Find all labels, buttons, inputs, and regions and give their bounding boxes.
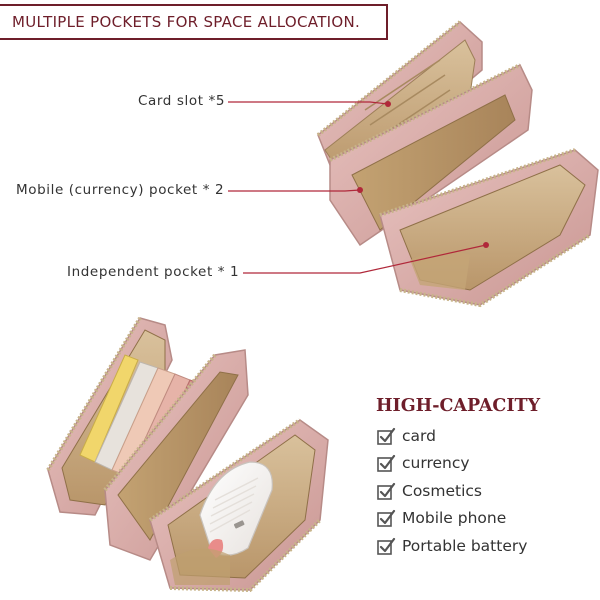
list-item: Cosmetics bbox=[376, 477, 576, 505]
list-item: Portable battery bbox=[376, 532, 576, 560]
checkbox-checked-icon bbox=[377, 482, 396, 500]
high-capacity-title: HIGH-CAPACITY bbox=[376, 396, 541, 416]
top-wallet-image bbox=[316, 20, 599, 308]
callout-independent-pocket: Independent pocket * 1 bbox=[67, 264, 240, 280]
checkbox-checked-icon bbox=[377, 427, 396, 445]
list-item-label: Portable battery bbox=[402, 536, 528, 555]
checkbox-checked-icon bbox=[377, 510, 396, 528]
capacity-list: card currency Cosmetics Mobile phone bbox=[376, 422, 576, 560]
list-item-label: currency bbox=[402, 454, 470, 473]
headline-banner: MULTIPLE POCKETS FOR SPACE ALLOCATION. bbox=[0, 4, 388, 40]
list-item: card bbox=[376, 422, 576, 450]
list-item: Mobile phone bbox=[376, 505, 576, 533]
callout-lines bbox=[228, 101, 487, 274]
list-item: currency bbox=[376, 450, 576, 478]
bottom-wallet-image bbox=[46, 316, 329, 593]
checkbox-checked-icon bbox=[377, 455, 396, 473]
callout-card-slot: Card slot *5 bbox=[138, 93, 226, 109]
list-item-label: Cosmetics bbox=[402, 481, 482, 500]
callout-mobile-pocket: Mobile (currency) pocket * 2 bbox=[16, 182, 225, 198]
headline-text: MULTIPLE POCKETS FOR SPACE ALLOCATION. bbox=[12, 13, 361, 31]
checkbox-checked-icon bbox=[377, 537, 396, 555]
high-capacity-section: HIGH-CAPACITY card currency Cosmetics bbox=[376, 396, 576, 560]
list-item-label: Mobile phone bbox=[402, 509, 507, 528]
list-item-label: card bbox=[402, 426, 436, 445]
